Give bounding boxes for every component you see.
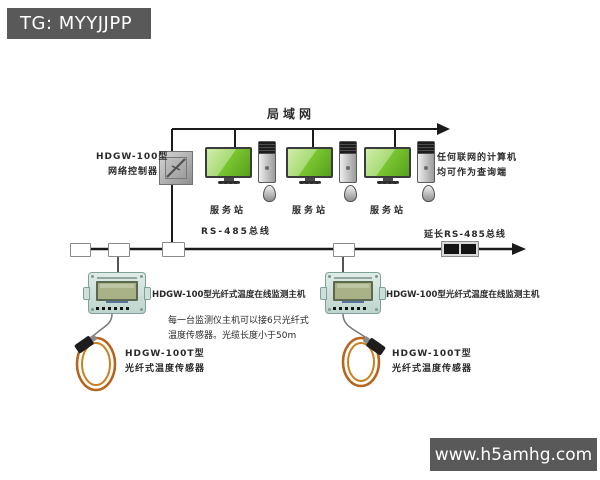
computer-tower-icon — [258, 141, 276, 183]
sensor-2-label-line2: 光纤式温度传感器 — [392, 364, 473, 374]
mouse-icon — [344, 185, 357, 202]
workstation-3 — [358, 138, 438, 204]
bus-tap-host-2 — [333, 243, 355, 257]
mounting-tab — [320, 287, 327, 300]
screw-icon — [328, 275, 331, 278]
mounting-tab — [144, 287, 151, 300]
monitor-stand-base — [299, 181, 321, 184]
host-nameplate — [97, 277, 137, 279]
lcd-display — [333, 281, 373, 301]
button-row — [333, 307, 366, 310]
monitor-screen — [366, 149, 409, 176]
monitor-screen — [207, 149, 250, 176]
bus-terminator — [70, 243, 91, 257]
host-2-label: HDGW-100型光纤式温度在线监测主机 — [386, 290, 540, 300]
monitor-stand-base — [218, 181, 240, 184]
monitoring-host-2 — [320, 272, 386, 314]
site-banner: www.h5amhg.com — [430, 438, 597, 471]
workstation-2-label: 服务站 — [291, 206, 328, 216]
lcd-display — [96, 281, 138, 301]
screw-icon — [328, 308, 331, 311]
mounting-tab — [379, 287, 386, 300]
monitor-stand — [224, 178, 234, 182]
monitor-icon — [286, 147, 333, 178]
screw-icon — [91, 308, 94, 311]
host-caption — [105, 301, 129, 303]
keyboard-icon — [280, 183, 342, 196]
rs485-bus-label: RS-485总线 — [201, 227, 271, 237]
site-url: www.h5amhg.com — [434, 444, 593, 465]
mounting-tab — [83, 287, 90, 300]
bus-tap-host-1 — [108, 243, 130, 257]
query-note: 任何联网的计算机 均可作为查询端 — [437, 151, 517, 181]
computer-tower-icon — [339, 141, 357, 183]
sensor-2-label: HDGW-100T型 光纤式温度传感器 — [392, 347, 472, 377]
controller-label-line1: HDGW-100型 — [96, 152, 169, 162]
monitor-icon — [205, 147, 252, 178]
sensor-2-label-line1: HDGW-100T型 — [392, 349, 472, 359]
workstation-1-label: 服务站 — [209, 206, 246, 216]
monitoring-host-1 — [83, 272, 151, 314]
screw-icon — [140, 275, 143, 278]
host-nameplate — [334, 277, 372, 279]
host-note-line1: 每一台监测仪主机可以接6只光纤式 — [168, 316, 309, 326]
monitor-stand-base — [377, 181, 399, 184]
monitor-icon — [364, 147, 411, 178]
screw-icon — [375, 275, 378, 278]
host-note: 每一台监测仪主机可以接6只光纤式 温度传感器。光缆长度小于50m — [168, 314, 309, 344]
lan-label: 局域网 — [267, 107, 316, 121]
host-caption — [342, 301, 364, 303]
mouse-icon — [263, 185, 276, 202]
monitor-stand — [383, 178, 393, 182]
slash-icon — [166, 158, 186, 178]
rs485-extension-label: 延长RS-485总线 — [424, 230, 506, 240]
bus-tap-controller — [162, 242, 185, 257]
controller-label-line2: 网络控制器 — [107, 167, 158, 177]
coupler-segment — [444, 244, 459, 254]
computer-tower-icon — [417, 141, 435, 183]
monitor-screen — [288, 149, 331, 176]
mouse-icon — [422, 185, 435, 202]
workstation-3-label: 服务站 — [369, 206, 406, 216]
button-row — [96, 307, 129, 310]
workstation-2 — [280, 138, 360, 204]
coupler-segment — [461, 244, 476, 254]
query-note-line2: 均可作为查询端 — [437, 168, 508, 178]
keyboard-icon — [358, 183, 420, 196]
host-1-label: HDGW-100型光纤式温度在线监测主机 — [152, 290, 306, 300]
tag-label: TG: MYYJJPP — [20, 13, 133, 34]
screw-icon — [375, 308, 378, 311]
sensor-1-label-line1: HDGW-100T型 — [125, 349, 205, 359]
controller-label: HDGW-100型 网络控制器 — [96, 150, 169, 180]
host-note-line2: 温度传感器。光缆长度小于50m — [168, 331, 297, 341]
screw-icon — [91, 275, 94, 278]
query-note-line1: 任何联网的计算机 — [437, 153, 518, 163]
bus-extension-coupler — [441, 241, 479, 257]
monitor-stand — [305, 178, 315, 182]
sensor-1-label: HDGW-100T型 光纤式温度传感器 — [125, 347, 205, 377]
network-controller-box — [159, 151, 193, 185]
sensor-1-label-line2: 光纤式温度传感器 — [125, 364, 206, 374]
keyboard-icon — [199, 183, 261, 196]
tag-banner: TG: MYYJJPP — [7, 8, 151, 39]
workstation-1 — [199, 138, 279, 204]
screw-icon — [140, 308, 143, 311]
